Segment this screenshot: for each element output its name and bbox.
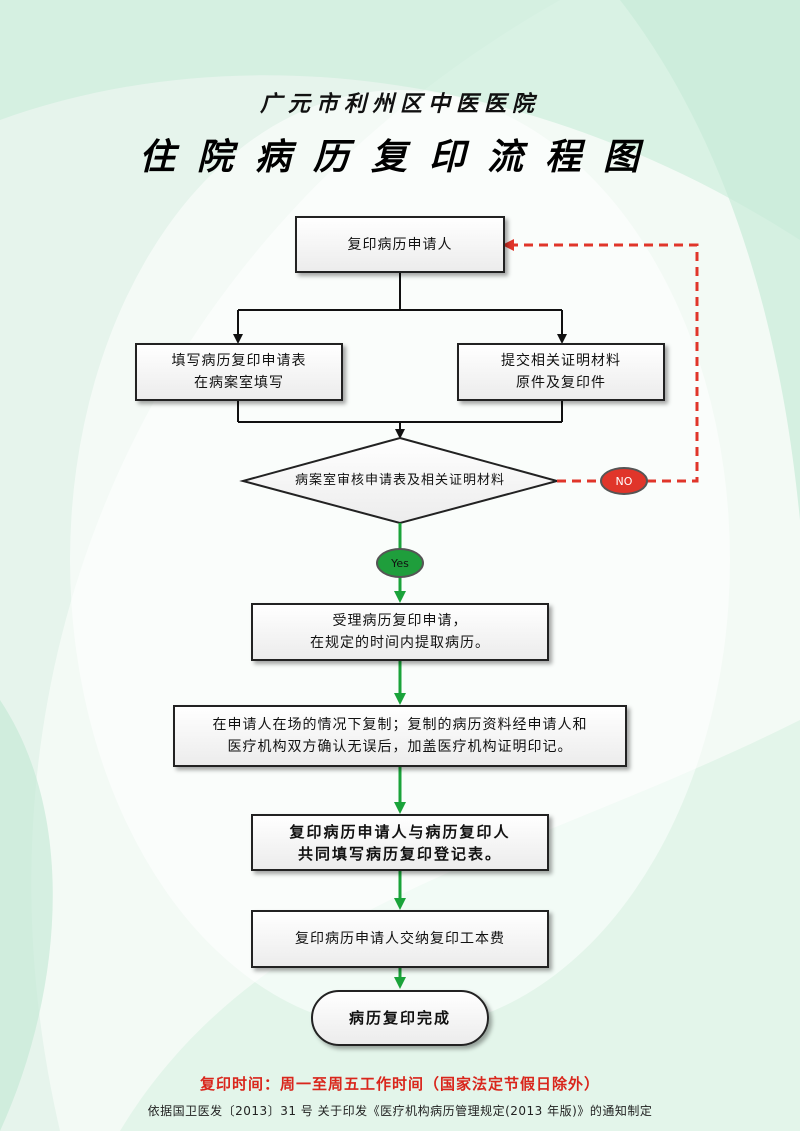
no-badge: NO (600, 467, 648, 495)
fill-form-line2: 在病案室填写 (194, 375, 284, 391)
copy-hours: 复印时间：周一至周五工作时间（国家法定节假日除外） (199, 1075, 600, 1093)
pay-text: 复印病历申请人交纳复印工本费 (295, 931, 505, 947)
done-box: 病历复印完成 (311, 990, 489, 1046)
accept-line2: 在规定的时间内提取病历。 (310, 635, 490, 651)
submit-docs-box: 提交相关证明材料 原件及复印件 (457, 343, 665, 401)
register-line1: 复印病历申请人与病历复印人 (289, 822, 511, 841)
copy-line2: 医疗机构双方确认无误后，加盖医疗机构证明印记。 (227, 739, 573, 755)
copy-line1: 在申请人在场的情况下复制；复制的病历资料经申请人和 (212, 717, 588, 733)
bg-curve (0, 700, 53, 1131)
done-text: 病历复印完成 (348, 1009, 451, 1027)
bg-curve (0, 0, 800, 240)
accept-box: 受理病历复印申请， 在规定的时间内提取病历。 (251, 603, 549, 661)
register-line2: 共同填写病历复印登记表。 (297, 844, 502, 863)
fill-form-line1: 填写病历复印申请表 (171, 353, 307, 369)
page-title: 住院病历复印流程图 (138, 136, 661, 178)
regulation-basis: 依据国卫医发〔2013〕31 号 关于印发《医疗机构病历管理规定(2013 年版… (147, 1104, 653, 1118)
pay-box: 复印病历申请人交纳复印工本费 (251, 910, 549, 968)
hospital-name: 广元市利州区中医医院 (259, 91, 540, 117)
accept-line1: 受理病历复印申请， (332, 613, 468, 629)
copy-box: 在申请人在场的情况下复制；复制的病历资料经申请人和 医疗机构双方确认无误后，加盖… (173, 705, 627, 767)
yes-label: Yes (391, 556, 409, 570)
bg-curve (620, 0, 800, 520)
applicant-text: 复印病历申请人 (347, 236, 453, 253)
submit-docs-line2: 原件及复印件 (516, 375, 606, 391)
no-loop-line (502, 239, 699, 483)
applicant-box: 复印病历申请人 (295, 216, 505, 273)
submit-docs-line1: 提交相关证明材料 (501, 353, 621, 369)
register-box: 复印病历申请人与病历复印人 共同填写病历复印登记表。 (251, 814, 549, 871)
no-label: NO (615, 474, 633, 488)
review-text: 病案室审核申请表及相关证明材料 (294, 473, 505, 488)
fill-form-box: 填写病历复印申请表 在病案室填写 (135, 343, 343, 401)
yes-badge: Yes (376, 548, 424, 578)
